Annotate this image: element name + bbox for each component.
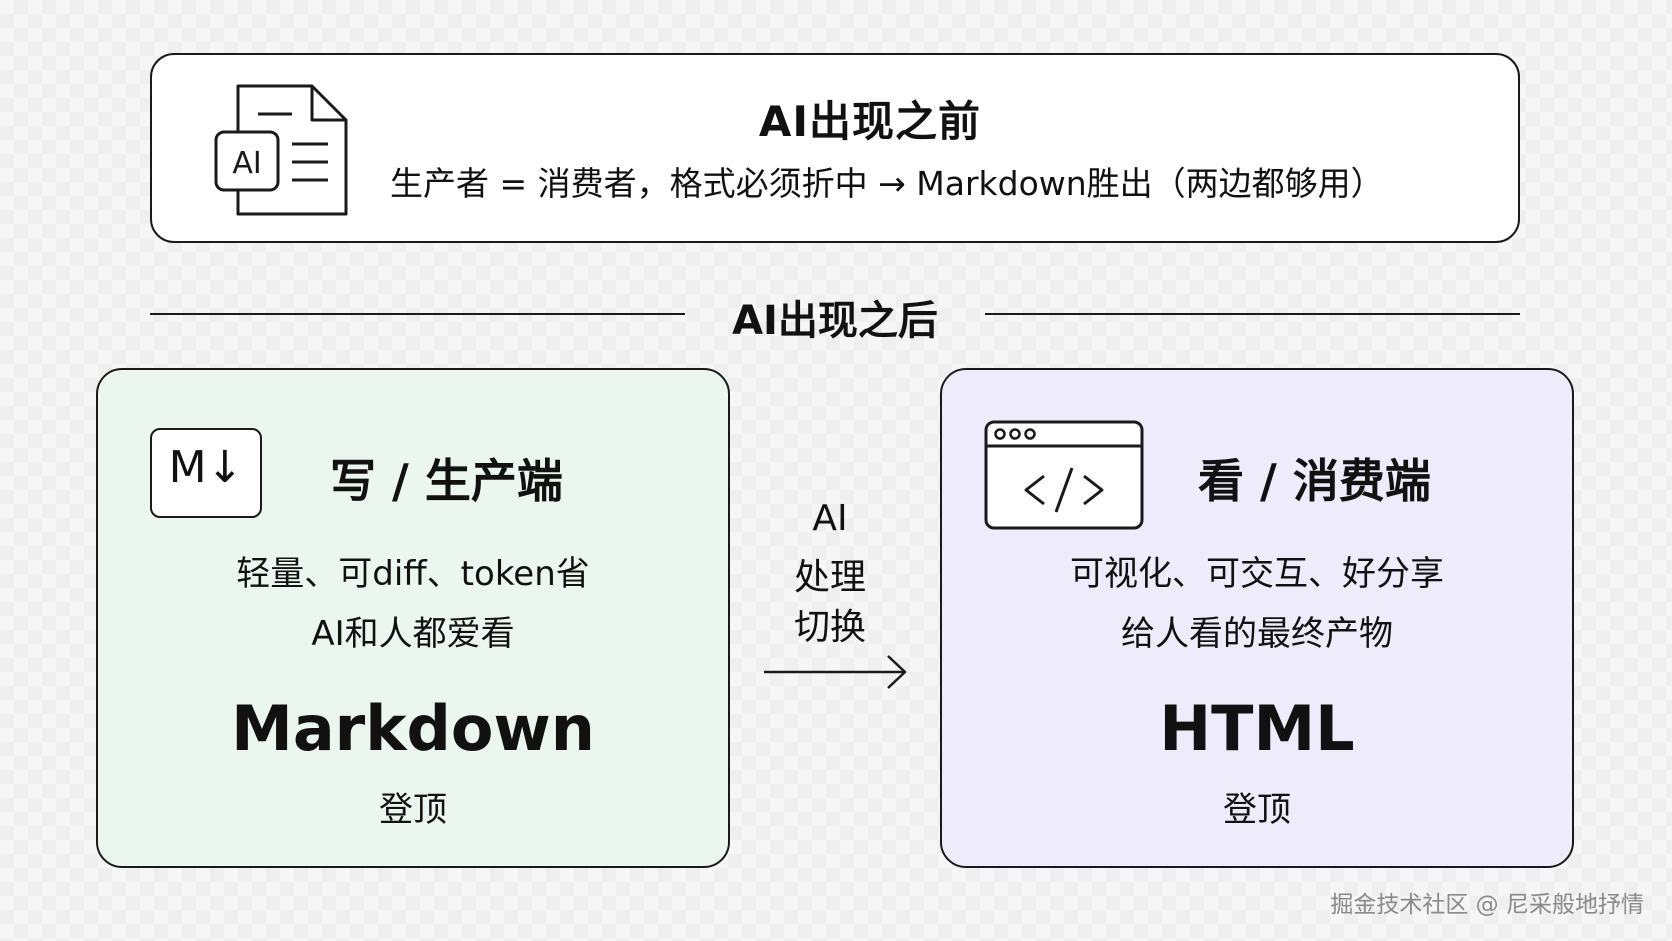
markdown-badge-icon: M↓ (150, 428, 262, 518)
before-ai-description: 生产者 = 消费者，格式必须折中 → Markdown胜出（两边都够用） (390, 164, 1384, 203)
producer-footer: 登顶 (379, 790, 447, 830)
ai-icon-label: AI (232, 146, 261, 181)
producer-heading: 写 / 生产端 (330, 454, 563, 508)
markdown-badge-text: M↓ (168, 442, 244, 493)
consumer-line-2: 给人看的最终产物 (1121, 614, 1393, 654)
html-label: HTML (1159, 692, 1355, 765)
browser-code-icon (984, 420, 1144, 530)
middle-line-1: AI (812, 498, 848, 539)
watermark: 掘金技术社区 @ 尼采般地抒情 (1330, 892, 1644, 918)
before-ai-title: AI出现之前 (758, 97, 982, 146)
arrow-right-icon (764, 655, 907, 689)
markdown-label: Markdown (231, 692, 595, 765)
middle-line-2: 处理 (793, 557, 866, 598)
divider-line-right (985, 313, 1520, 315)
consumer-line-1: 可视化、可交互、好分享 (1070, 554, 1444, 594)
consumer-heading: 看 / 消费端 (1198, 454, 1431, 508)
divider-line-left (150, 313, 685, 315)
after-ai-label: AI出现之后 (732, 298, 938, 344)
ai-document-icon: AI (214, 84, 348, 216)
consumer-footer: 登顶 (1223, 790, 1291, 830)
middle-line-3: 切换 (793, 607, 866, 648)
producer-line-1: 轻量、可diff、token省 (236, 554, 590, 594)
before-ai-panel (150, 53, 1520, 243)
producer-line-2: AI和人都爱看 (311, 614, 515, 654)
